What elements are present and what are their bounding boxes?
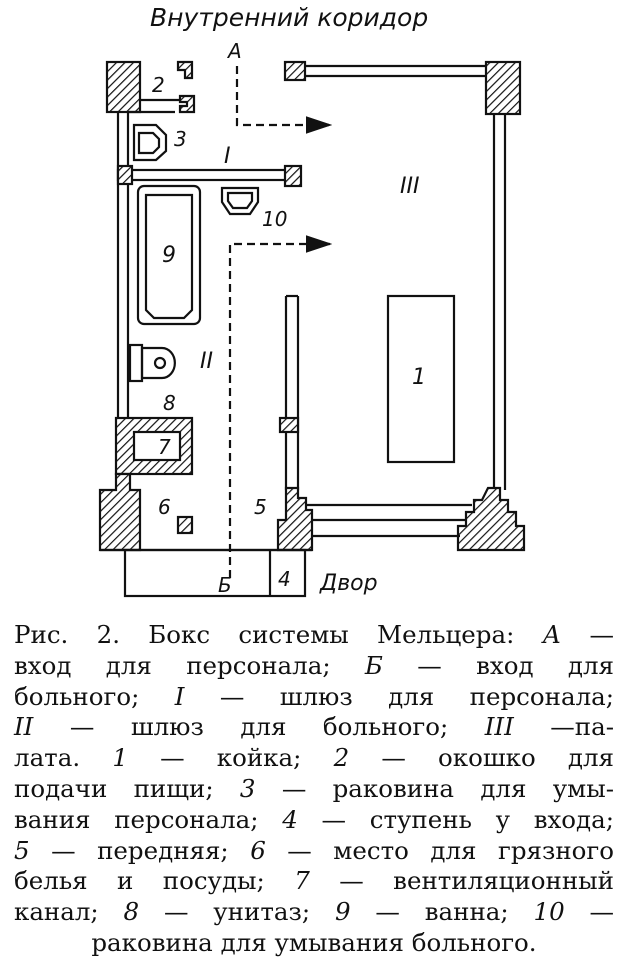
label-10: 10	[262, 207, 287, 231]
sink-staff	[132, 123, 168, 162]
wall-pillar	[98, 472, 142, 552]
caption-segment: —	[561, 620, 614, 649]
label-ward: III	[400, 174, 419, 199]
label-entry-staff: А	[226, 39, 242, 63]
label-lock-patient: II	[200, 349, 213, 374]
caption-line: вания персонала; 4 — ступень у входа;	[14, 805, 614, 836]
label-3: 3	[174, 127, 187, 151]
label-4: 4	[278, 567, 291, 591]
caption-segment: II	[14, 712, 34, 742]
caption-segment: 3	[239, 773, 256, 803]
caption-segment: — место для грязного	[265, 835, 614, 865]
figure-caption: Рис. 2. Бокс системы Мельцера: А —вход д…	[14, 620, 614, 959]
caption-segment: — вентиляционный	[309, 866, 614, 896]
caption-segment: подачи пищи;	[14, 773, 240, 803]
caption-segment: Рис. 2. Бокс системы Мельцера:	[14, 620, 543, 649]
toilet	[128, 343, 144, 383]
caption-segment: III	[484, 712, 514, 742]
caption-segment: 4	[282, 804, 298, 834]
bed	[386, 294, 456, 464]
label-entry-patient: Б	[218, 573, 232, 597]
caption-segment: вания персонала;	[14, 804, 283, 834]
entrance-step	[123, 548, 307, 598]
caption-line: Рис. 2. Бокс системы Мельцера: А —	[14, 620, 614, 651]
floor-plan: Внутренний коридор А 2 3 I III 10 9 II 8…	[98, 3, 526, 598]
caption-segment: белья и посуды;	[14, 866, 295, 896]
caption-segment: 6	[250, 835, 266, 865]
caption-segment: — шлюз для персонала;	[184, 681, 614, 711]
caption-segment: канал;	[14, 897, 124, 927]
wall-pillar	[276, 486, 314, 552]
caption-segment: 2	[333, 743, 350, 773]
bathtub	[136, 184, 202, 326]
caption-line: больного; I — шлюз для персонала;	[14, 682, 614, 713]
caption-line: канал; 8 — унитаз; 9 — ванна; 10 —	[14, 897, 614, 928]
caption-segment: 9	[334, 897, 351, 927]
caption-line: лата. 1 — койка; 2 — окошко для	[14, 743, 614, 774]
caption-segment: —па-	[513, 712, 614, 742]
caption-line: 5 — передняя; 6 — место для грязного	[14, 836, 614, 867]
label-8: 8	[163, 391, 176, 415]
label-yard: Двор	[319, 571, 378, 596]
caption-line: вход для персонала; Б — вход для	[14, 651, 614, 682]
wall-pillar	[105, 60, 142, 114]
caption-segment: —	[564, 897, 615, 927]
partition	[116, 168, 300, 182]
caption-segment: 8	[123, 897, 140, 927]
label-9: 9	[162, 243, 176, 268]
caption-segment: — вход для	[382, 650, 615, 680]
caption-segment: 10	[533, 897, 565, 927]
food-window	[176, 60, 196, 114]
label-5: 5	[254, 495, 267, 519]
caption-segment: — унитаз;	[139, 897, 335, 927]
caption-segment: I	[174, 681, 185, 711]
label-2: 2	[152, 73, 165, 97]
figure-title: Внутренний коридор	[150, 3, 428, 32]
caption-segment: — окошко для	[349, 743, 614, 773]
caption-segment: лата.	[14, 743, 113, 773]
label-lock-staff: I	[224, 144, 231, 169]
caption-segment: А	[542, 620, 562, 649]
wall-pillar	[456, 486, 526, 552]
route-staff-arrow	[235, 66, 333, 134]
caption-segment: раковина для умывания больного.	[91, 927, 537, 957]
caption-line: белья и посуды; 7 — вентиляционный	[14, 866, 614, 897]
caption-line: II — шлюз для больного; III —па-	[14, 712, 614, 743]
caption-segment: 1	[112, 743, 128, 773]
label-1: 1	[412, 365, 426, 390]
caption-segment: 5	[14, 835, 30, 865]
caption-segment: — ступень у входа;	[297, 804, 615, 834]
caption-line: подачи пищи; 3 — раковина для умы-	[14, 774, 614, 805]
caption-segment: Б	[364, 650, 383, 680]
caption-segment: — ванна;	[350, 897, 534, 927]
sink-patient	[220, 186, 260, 216]
caption-segment: — передняя;	[29, 835, 251, 865]
wall-pillar	[484, 60, 522, 116]
caption-segment: — раковина для умы-	[255, 773, 614, 803]
caption-line: раковина для умывания больного.	[14, 928, 614, 959]
label-7: 7	[158, 435, 171, 459]
caption-segment: вход для персонала;	[14, 650, 365, 680]
label-6: 6	[158, 495, 171, 519]
caption-segment: — шлюз для больного;	[33, 712, 485, 742]
caption-segment: — койка;	[127, 743, 334, 773]
route-patient-arrow	[228, 235, 333, 578]
caption-segment: 7	[294, 866, 310, 896]
caption-segment: больного;	[14, 681, 175, 711]
